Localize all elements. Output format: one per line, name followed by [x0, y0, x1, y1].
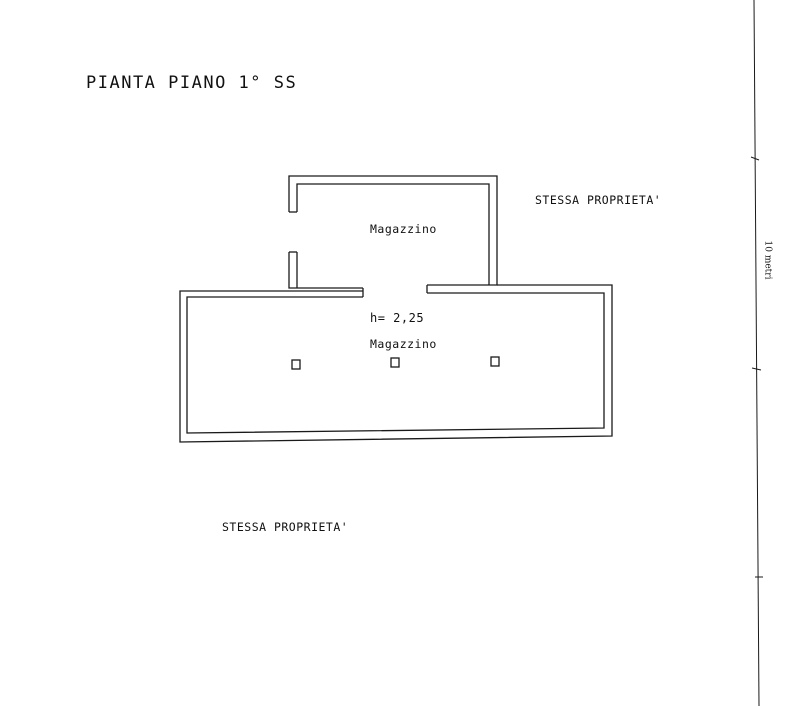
ceiling-height-label: h= 2,25	[370, 311, 425, 325]
scale-bar	[750, 0, 763, 706]
scale-label: 10 metri	[762, 240, 773, 280]
room-label-lower: Magazzino	[370, 337, 437, 351]
room-label-upper: Magazzino	[370, 222, 437, 236]
pillar-right	[490, 356, 500, 367]
lower-room-walls	[179, 284, 613, 443]
neighbor-label-bottom: STESSA PROPRIETA'	[222, 520, 349, 534]
upper-room-walls	[288, 175, 498, 289]
neighbor-label-right: STESSA PROPRIETA'	[535, 193, 662, 207]
pillar-left	[291, 359, 301, 370]
pillars	[291, 356, 500, 370]
page-title: PIANTA PIANO 1° SS	[86, 73, 298, 93]
pillar-center	[390, 357, 400, 368]
